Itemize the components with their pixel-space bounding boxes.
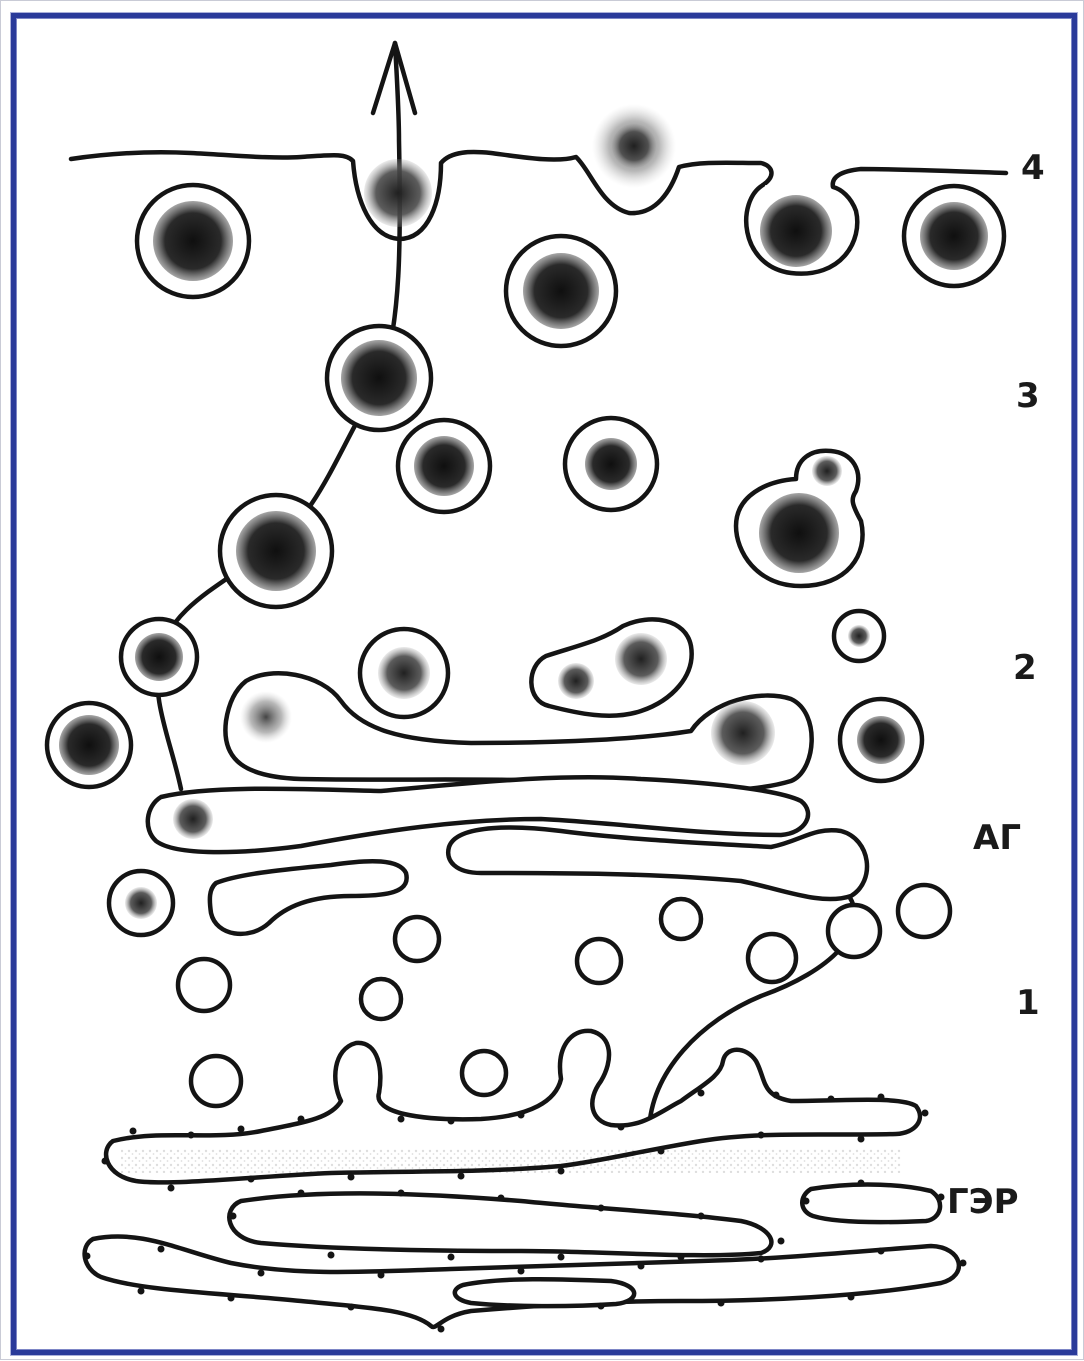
golgi-apparatus [148,673,867,934]
label-stage-1: 1 [1016,983,1040,1023]
label-golgi: АГ [973,818,1021,858]
stage-labels: 4 3 2 АГ 1 ГЭР [947,148,1045,1222]
label-stage-2: 2 [1013,648,1037,688]
label-stage-4: 4 [1021,148,1045,188]
label-rough-er: ГЭР [947,1182,1019,1222]
label-stage-3: 3 [1016,376,1040,416]
